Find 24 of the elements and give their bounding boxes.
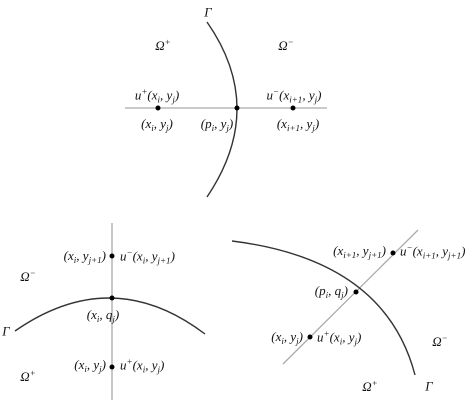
math-label: u$^{−}$(x$_{i}$, y$_{j+1}$) — [120, 248, 175, 266]
math-label: (p$_{i}$, y$_{j}$) — [200, 117, 234, 133]
math-label: (p$_{i}$, q$_{j}$) — [314, 284, 348, 300]
math-label: Ω$^{+}$ — [155, 38, 171, 52]
math-label: (x$_{i+1}$, y$_{j}$) — [276, 117, 320, 133]
math-label: (x$_{i}$, y$_{j+1}$) — [64, 249, 106, 265]
math-label: u$^{+}$(x$_{i}$, y$_{j}$) — [317, 330, 362, 346]
math-label: Ω$^{+}$ — [20, 369, 36, 383]
math-label: Ω$^{−}$ — [20, 269, 36, 283]
math-label: Ω$^{+}$ — [362, 379, 378, 393]
math-label: (x$_{i}$, q$_{j}$) — [86, 308, 120, 324]
math-label: Ω$^{−}$ — [432, 334, 448, 348]
math-label: Γ — [2, 324, 10, 338]
math-label: u$^{−}$(x$_{i+1}$, y$_{j+1}$) — [400, 244, 466, 260]
math-label: Ω$^{−}$ — [278, 38, 294, 52]
math-label: Γ — [204, 6, 212, 18]
math-label: (x$_{i+1}$, y$_{j+1}$) — [333, 244, 386, 260]
math-label: (x$_{i}$, y$_{j}$) — [271, 330, 303, 346]
math-label: u$^{+}$(x$_{i}$, y$_{j}$) — [120, 358, 164, 374]
math-label: u$^{+}$(x$_{i}$, y$_{j}$) — [134, 88, 180, 104]
math-label: (x$_{i}$, y$_{j}$) — [141, 117, 173, 133]
math-label: Γ — [425, 380, 433, 392]
math-label: (x$_{i}$, y$_{j}$) — [74, 358, 106, 374]
math-label: u$^{−}$(x$_{i+1}$, y$_{j}$) — [266, 88, 322, 104]
